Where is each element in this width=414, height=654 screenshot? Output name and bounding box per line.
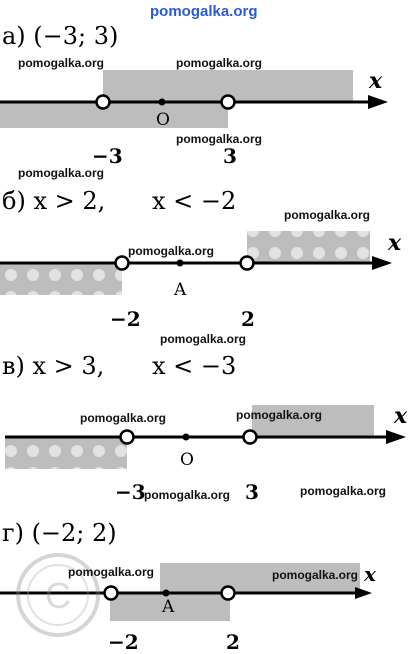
watermark: pomogalka.org xyxy=(272,568,359,582)
watermark: pomogalka.org xyxy=(18,56,105,70)
arrow-b xyxy=(372,256,392,270)
open-point-c-left xyxy=(119,429,135,445)
tick-label-a-left: −3 xyxy=(92,144,123,168)
tick-label-d-left: −2 xyxy=(108,630,139,654)
copyright-watermark: C xyxy=(16,553,100,637)
axis-label-a: x xyxy=(369,68,383,94)
part-a-label: а) (−3; 3) xyxy=(2,22,119,50)
origin-dot-a xyxy=(158,98,166,106)
watermark: pomogalka.org xyxy=(144,488,231,502)
watermark: pomogalka.org xyxy=(236,408,323,422)
arrow-c xyxy=(386,430,406,444)
part-c-label: в) x > 3, xyxy=(2,352,105,380)
shade-d-upper xyxy=(160,563,360,593)
open-point-d-left xyxy=(103,585,119,601)
point-dot-d xyxy=(162,589,170,597)
part-d-label: г) (−2; 2) xyxy=(2,519,117,547)
shade-d-lower xyxy=(110,593,230,621)
watermark: pomogalka.org xyxy=(176,56,263,70)
arrow-d xyxy=(355,587,372,599)
axis-label-d: x xyxy=(364,562,376,586)
open-point-c-right xyxy=(242,429,258,445)
point-dot-b xyxy=(176,259,184,267)
shade-a-lower xyxy=(0,102,228,128)
tick-label-c-right: 3 xyxy=(245,480,259,504)
watermark: pomogalka.org xyxy=(300,484,387,498)
axis-label-c: x xyxy=(394,403,408,429)
watermark: pomogalka.org xyxy=(18,166,105,180)
shade-c-right xyxy=(252,405,374,437)
watermark: pomogalka.org xyxy=(128,244,215,258)
open-point-b-right xyxy=(239,255,255,271)
tick-label-c-left: −3 xyxy=(115,480,146,504)
svg-text:C: C xyxy=(45,575,71,616)
watermark: pomogalka.org xyxy=(284,208,371,222)
shade-c-left xyxy=(5,437,127,469)
tick-label-a-right: 3 xyxy=(223,144,237,168)
tick-label-b-right: 2 xyxy=(241,307,255,331)
point-label-c: O xyxy=(180,450,194,470)
part-c-label-2: x < −3 xyxy=(152,352,237,380)
part-b-label: б) x > 2, xyxy=(2,187,106,215)
open-point-a-right xyxy=(220,94,236,110)
site-header[interactable]: pomogalka.org xyxy=(150,3,258,20)
part-b-label-2: x < −2 xyxy=(152,187,237,215)
watermark: pomogalka.org xyxy=(68,565,155,579)
origin-dot-c xyxy=(182,433,190,441)
shade-b-left xyxy=(0,263,122,295)
shade-b-right xyxy=(247,231,370,263)
point-label-b: A xyxy=(174,280,187,300)
open-point-b-left xyxy=(114,255,130,271)
watermark: pomogalka.org xyxy=(160,332,247,346)
tick-label-d-right: 2 xyxy=(226,630,240,654)
arrow-a xyxy=(368,95,388,109)
open-point-a-left xyxy=(95,94,111,110)
point-label-a: O xyxy=(156,110,170,130)
watermark: pomogalka.org xyxy=(80,411,167,425)
watermark: pomogalka.org xyxy=(176,132,263,146)
point-label-d: A xyxy=(162,597,175,617)
tick-label-b-left: −2 xyxy=(110,307,141,331)
axis-label-b: x xyxy=(388,230,402,256)
open-point-d-right xyxy=(220,585,236,601)
